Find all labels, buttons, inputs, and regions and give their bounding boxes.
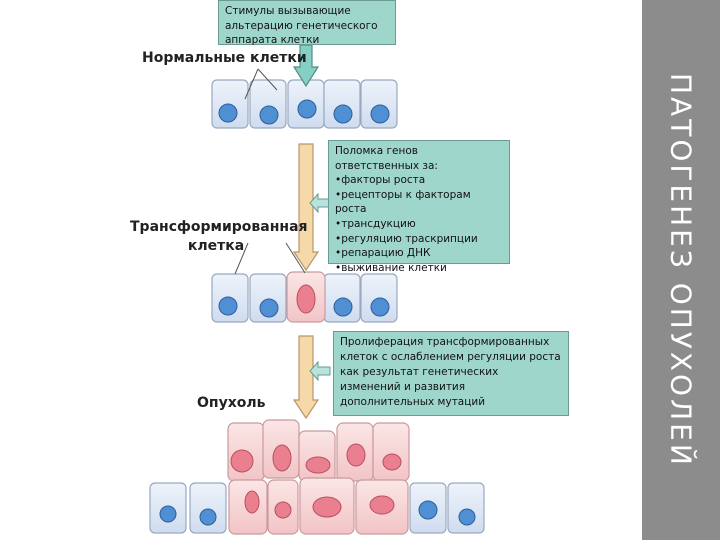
cell-membrane xyxy=(447,482,485,534)
cell-membrane xyxy=(298,430,336,482)
normal-cell xyxy=(409,482,447,534)
tumor-cell xyxy=(299,477,355,535)
cell-nucleus xyxy=(259,105,279,125)
normal-cell xyxy=(249,273,287,323)
cell-nucleus xyxy=(259,298,279,318)
gene-damage-item: рецепторы к факторам роста xyxy=(335,188,503,217)
tumor-label: Опухоль xyxy=(197,395,266,411)
tumor-cell xyxy=(298,430,336,482)
cell-nucleus xyxy=(272,444,292,472)
stimuli-arrow xyxy=(292,44,320,88)
cell-membrane xyxy=(189,482,227,534)
normal-cell xyxy=(211,79,249,129)
gene-damage-item: факторы роста xyxy=(335,173,503,188)
cell-nucleus xyxy=(159,505,177,523)
process-arrow xyxy=(292,335,320,420)
tumor-cell xyxy=(355,479,409,535)
gene-damage-item: выживание клетки xyxy=(335,261,503,276)
gene-damage-item: репарацию ДНК xyxy=(335,246,503,261)
cell-nucleus xyxy=(418,500,438,520)
gene-damage-item: регуляцию траскрипции xyxy=(335,232,503,247)
transformed-label-line2: клетка xyxy=(187,238,245,254)
cell-nucleus xyxy=(312,496,342,518)
normal-cell xyxy=(249,79,287,129)
gene-damage-item: трансдукцию xyxy=(335,217,503,232)
tumor-cell xyxy=(286,271,326,323)
normal-cell xyxy=(447,482,485,534)
gene-damage-box: Поломка генов ответственных за: факторы … xyxy=(328,140,510,274)
normal-cell xyxy=(211,273,249,323)
cell-nucleus xyxy=(369,495,395,515)
cell-nucleus xyxy=(305,456,331,474)
transformed-cell-label: Трансформированная клетка xyxy=(130,218,308,256)
cell-nucleus xyxy=(296,284,316,314)
label-pointer xyxy=(285,242,306,274)
cell-nucleus xyxy=(382,453,402,471)
normal-cells-label: Нормальные клетки xyxy=(142,50,307,66)
side-arrow xyxy=(309,360,331,382)
stimuli-box: Стимулы вызывающие альтерацию генетическ… xyxy=(218,0,396,46)
cell-nucleus xyxy=(370,297,390,317)
normal-cell xyxy=(287,79,325,129)
proliferation-box: Пролиферация трансформированных клеток с… xyxy=(333,331,569,416)
cell-nucleus xyxy=(218,296,238,316)
cell-nucleus xyxy=(346,443,366,467)
cell-nucleus xyxy=(244,490,260,514)
normal-cell xyxy=(189,482,227,534)
cell-nucleus xyxy=(274,501,292,519)
tumor-cell xyxy=(372,422,410,482)
cell-nucleus xyxy=(333,297,353,317)
normal-cell xyxy=(360,79,398,129)
cell-membrane xyxy=(372,422,410,482)
label-pointer xyxy=(244,68,259,100)
gene-damage-intro: Поломка генов ответственных за: xyxy=(335,145,438,172)
tumor-cell xyxy=(336,422,374,482)
stimuli-text: Стимулы вызывающие альтерацию генетическ… xyxy=(225,5,378,46)
pathogenesis-diagram xyxy=(149,44,485,535)
cell-nucleus xyxy=(218,103,238,123)
tumor-cell xyxy=(228,479,268,535)
cell-nucleus xyxy=(199,508,217,526)
normal-cell xyxy=(149,482,187,534)
cell-nucleus xyxy=(458,508,476,526)
cell-nucleus xyxy=(297,99,317,119)
process-arrow xyxy=(292,143,320,272)
cell-nucleus xyxy=(333,104,353,124)
sidebar: ПАТОГЕНЕЗ ОПУХОЛЕЙ xyxy=(642,0,720,540)
tumor-cell xyxy=(267,479,299,535)
tumor-cell xyxy=(262,419,300,479)
proliferation-text: Пролиферация трансформированных клеток с… xyxy=(340,336,561,408)
label-pointer xyxy=(234,242,249,275)
cell-nucleus xyxy=(370,104,390,124)
gene-damage-list: факторы роста рецепторы к факторам роста… xyxy=(335,173,503,275)
normal-cell xyxy=(323,79,361,129)
label-pointer xyxy=(257,68,278,91)
normal-cell xyxy=(360,273,398,323)
sidebar-title: ПАТОГЕНЕЗ ОПУХОЛЕЙ xyxy=(664,72,698,468)
tumor-cell xyxy=(227,422,265,482)
transformed-label-line1: Трансформированная xyxy=(130,219,308,235)
cell-nucleus xyxy=(230,449,254,473)
normal-cell xyxy=(323,273,361,323)
